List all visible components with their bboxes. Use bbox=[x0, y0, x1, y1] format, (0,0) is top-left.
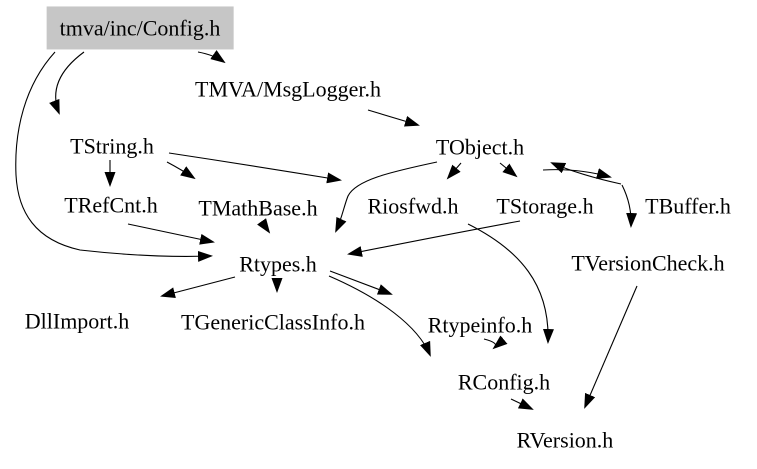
edge-riosfwd-to-rconfig bbox=[467, 223, 554, 344]
edge-tmathbase-to-rtypes bbox=[257, 218, 271, 234]
edge-tobject-to-riosfwd bbox=[446, 162, 462, 180]
edge-rconfig-to-rversion bbox=[510, 398, 534, 410]
graph-node-rconfig[interactable]: RConfig.h bbox=[457, 369, 551, 395]
graph-node-rversion[interactable]: RVersion.h bbox=[516, 427, 614, 453]
graph-node-tobject[interactable]: TObject.h bbox=[435, 134, 525, 160]
edge-tversioncheck-to-rversion bbox=[584, 285, 638, 409]
edge-rtypes-to-dllimport bbox=[160, 276, 236, 299]
graph-node-tbuffer[interactable]: TBuffer.h bbox=[645, 193, 731, 219]
edge-config-to-tstring bbox=[49, 51, 85, 115]
graph-node-tstorage[interactable]: TStorage.h bbox=[496, 193, 594, 219]
graph-node-riosfwd[interactable]: Riosfwd.h bbox=[367, 193, 459, 219]
edge-tobject-to-rtypes bbox=[335, 161, 438, 233]
graph-node-trefcnt[interactable]: TRefCnt.h bbox=[64, 192, 158, 218]
graph-node-tstring[interactable]: TString.h bbox=[70, 133, 154, 159]
edge-rtypes-to-rconfig bbox=[328, 275, 431, 357]
edge-config-to-rtypes bbox=[15, 51, 213, 262]
graph-node-dllimport[interactable]: DllImport.h bbox=[24, 308, 130, 334]
edge-tbuffer-to-tobject bbox=[550, 162, 622, 185]
edge-rtypes-to-rtypeinfo bbox=[329, 270, 393, 295]
graph-node-rtypeinfo[interactable]: Rtypeinfo.h bbox=[427, 312, 533, 338]
graph-node-tversioncheck[interactable]: TVersionCheck.h bbox=[571, 250, 725, 276]
edge-tstring-to-riosfwd bbox=[168, 152, 342, 184]
graph-node-msglogger[interactable]: TMVA/MsgLogger.h bbox=[195, 76, 381, 102]
graph-node-rtypes[interactable]: Rtypes.h bbox=[239, 251, 317, 277]
edge-tobject-to-tbuffer bbox=[542, 168, 612, 179]
graph-node-tmathbase[interactable]: TMathBase.h bbox=[198, 195, 318, 221]
edge-rtypeinfo-to-rconfig bbox=[483, 335, 508, 350]
edge-tbuffer-to-tversioncheck bbox=[621, 184, 638, 228]
edge-trefcnt-to-rtypes bbox=[127, 223, 215, 245]
edge-tobject-to-tstorage bbox=[499, 162, 518, 178]
graph-node-config[interactable]: tmva/inc/Config.h bbox=[46, 6, 234, 50]
graph-node-tgenericclassinfo[interactable]: TGenericClassInfo.h bbox=[181, 309, 365, 335]
edge-tstorage-to-rtypes bbox=[347, 220, 521, 257]
edge-group bbox=[15, 50, 638, 410]
edge-msglogger-to-tobject bbox=[367, 109, 420, 127]
edge-config-to-msglogger bbox=[197, 50, 226, 64]
edge-tstring-to-tmathbase bbox=[166, 161, 196, 180]
